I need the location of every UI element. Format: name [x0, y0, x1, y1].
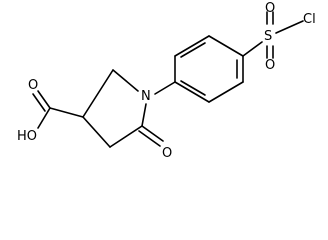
bond-ring-s [242, 41, 263, 57]
ring-bond-3 [174, 81, 210, 103]
pyrrolidinone-ring [82, 69, 164, 148]
atom-o-carboxyl-label: O [28, 78, 38, 93]
ring-double-bond-3 [180, 42, 206, 58]
atom-o-sulfonyl-bottom-label: O [265, 58, 275, 73]
bond-co-n [141, 103, 147, 127]
benzene-ring [174, 35, 244, 103]
bond-c-o-double-b [32, 93, 46, 112]
atom-o-sulfonyl-top-label: O [265, 1, 275, 16]
bond-c-oh [37, 107, 51, 129]
atom-cl-label: Cl [303, 12, 316, 27]
ring-bond-6 [208, 35, 244, 57]
molecule-drawing: Cl S O O N HO O O [17, 1, 316, 161]
sulfonyl-chloride-group [242, 11, 304, 59]
ring-double-bond-2 [180, 80, 206, 96]
structure-diagram: Cl S O O N HO O O [17, 1, 316, 161]
bond-s-cl [275, 20, 304, 34]
ring-bond-2 [208, 81, 244, 103]
bond-ch-ch2 [82, 116, 111, 148]
bond-lactam-co-a [141, 125, 164, 142]
bond-c-o-double-a [37, 90, 51, 109]
bond-n-ch2 [112, 69, 139, 92]
atom-n-label: N [141, 89, 151, 104]
ring-bond-5 [174, 35, 210, 57]
bond-lactam-co-b [138, 130, 161, 147]
atom-ho-label: HO [17, 129, 37, 144]
bond-ch2-ch [82, 69, 114, 118]
carboxylic-acid-group [32, 90, 84, 129]
bond-ring-n [154, 81, 176, 95]
atom-s-label: S [264, 29, 272, 44]
atom-o-lactam-label: O [162, 146, 172, 161]
bond-ch-cooh [49, 107, 84, 118]
bond-ch2-co [109, 125, 143, 148]
